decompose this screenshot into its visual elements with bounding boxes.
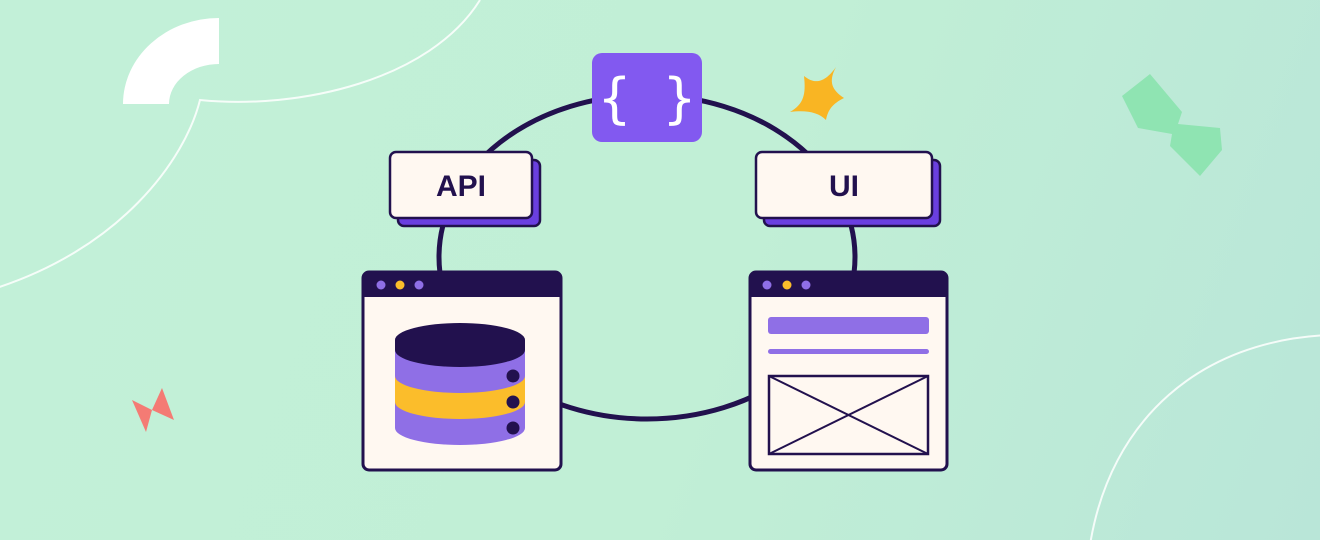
- api-label: API: [436, 170, 486, 203]
- wireframe-image-placeholder: [767, 374, 930, 456]
- ui-wireframe-window: [748, 270, 949, 472]
- ui-label: UI: [829, 170, 859, 203]
- decor-mint-zigzag-shape: [1122, 74, 1222, 176]
- window-dot-icon: [414, 280, 424, 290]
- window-dot-icon: [801, 280, 811, 290]
- window-title-bar: [363, 272, 561, 297]
- ui-label-card: UI: [754, 150, 942, 228]
- window-dot-icon: [395, 280, 405, 290]
- code-braces-icon: { }: [598, 67, 696, 130]
- window-dot-icon: [762, 280, 772, 290]
- sparkle-star-icon: [790, 67, 844, 120]
- database-icon: [395, 323, 525, 445]
- code-badge: { }: [592, 53, 702, 142]
- window-dot-icon: [782, 280, 792, 290]
- wireframe-header-bar: [768, 317, 929, 334]
- api-label-card: API: [388, 150, 542, 228]
- decor-swoosh-line-bottom-right: [1089, 334, 1320, 540]
- database-window: [361, 270, 563, 472]
- wireframe-layout-icon: [767, 317, 930, 456]
- decor-swoosh-line-top-left: [0, 0, 481, 288]
- window-title-bar: [750, 272, 947, 297]
- wireframe-divider-line: [768, 349, 929, 354]
- window-dot-icon: [376, 280, 386, 290]
- decor-white-arc-shape: [123, 18, 219, 104]
- decor-coral-bowtie-shape: [132, 388, 174, 432]
